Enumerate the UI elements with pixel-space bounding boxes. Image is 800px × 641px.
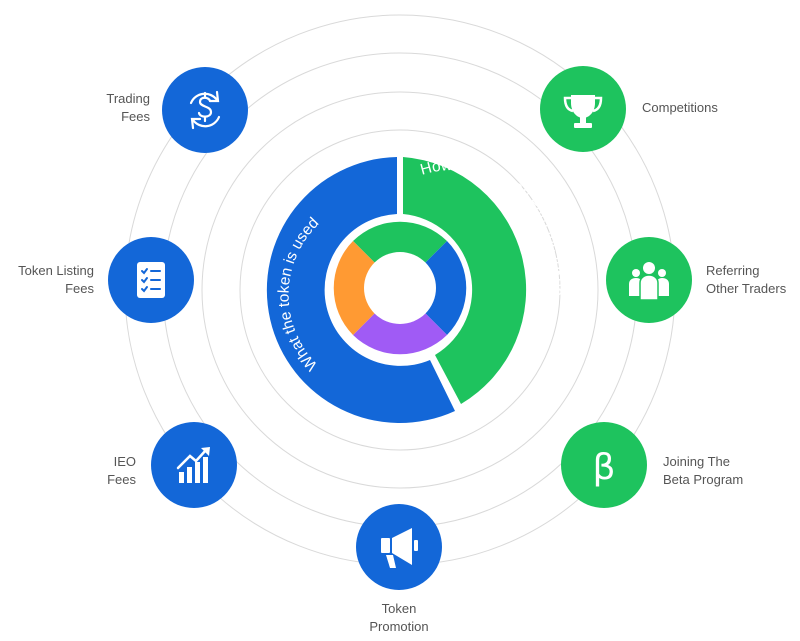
growth-chart-icon <box>176 447 210 483</box>
label-competitions: Competitions <box>642 100 718 115</box>
beta-icon: β <box>593 447 616 488</box>
label-referring-other-traders: Referring Other Traders <box>706 263 787 296</box>
central-donut: What the token is used for How people ca… <box>0 0 568 423</box>
ring-1 <box>239 129 561 451</box>
node-joining-beta-program-circle <box>561 422 647 508</box>
people-icon <box>629 262 669 301</box>
label-joining-beta-program: Joining The Beta Program <box>663 454 744 487</box>
node-ieo-fees <box>151 422 237 508</box>
node-trading-fees-circle <box>162 67 248 153</box>
node-competitions <box>540 66 626 152</box>
checklist-icon <box>137 262 165 298</box>
inner-segment-bottom-purple <box>353 313 447 355</box>
trophy-icon <box>563 95 603 128</box>
megaphone-icon <box>381 528 418 568</box>
inner-segment-left-orange <box>333 241 375 335</box>
node-trading-fees <box>162 67 248 153</box>
node-ieo-fees-circle <box>151 422 237 508</box>
uses-segment <box>266 157 455 423</box>
label-trading-fees: Trading Fees <box>106 91 150 124</box>
node-token-promotion <box>356 504 442 590</box>
node-token-listing-fees <box>108 237 194 323</box>
dollar-cycle-icon <box>189 90 221 130</box>
inner-segment-top-green <box>353 221 447 263</box>
label-token-promotion: Token Promotion <box>369 601 429 634</box>
node-referring-other-traders <box>606 237 692 323</box>
inner-segment-right-blue <box>425 241 467 335</box>
node-joining-beta-program: β <box>561 422 647 508</box>
earn-segment <box>403 157 527 404</box>
donut-center <box>364 252 436 324</box>
ring-2 <box>201 91 599 489</box>
label-ieo-fees: IEO Fees <box>107 454 136 487</box>
label-token-listing-fees: Token Listing Fees <box>18 263 94 296</box>
